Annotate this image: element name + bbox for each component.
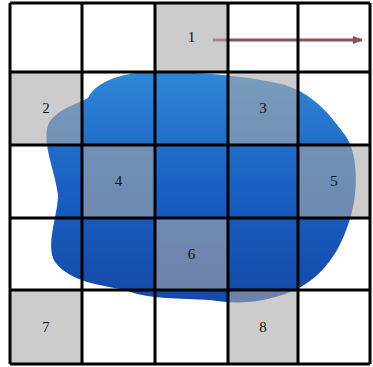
shaded-cell: 1 [156, 4, 227, 71]
shaded-cell: 4 [83, 146, 154, 217]
shaded-cell: 8 [229, 291, 297, 363]
shaded-cell: 3 [229, 73, 297, 144]
cell-number: 1 [188, 30, 196, 45]
cell-number: 3 [259, 101, 267, 116]
shaded-cell: 6 [156, 219, 227, 289]
cell-number: 5 [330, 174, 338, 189]
shaded-cell: 2 [11, 73, 81, 144]
cell-number: 7 [42, 320, 50, 335]
cell-number: 4 [115, 174, 123, 189]
shaded-cell: 5 [299, 146, 369, 217]
cell-number: 6 [188, 247, 196, 262]
direction-arrow [213, 39, 362, 42]
shaded-cell: 7 [11, 291, 81, 363]
cell-number: 8 [259, 320, 267, 335]
cell-number: 2 [42, 101, 50, 116]
